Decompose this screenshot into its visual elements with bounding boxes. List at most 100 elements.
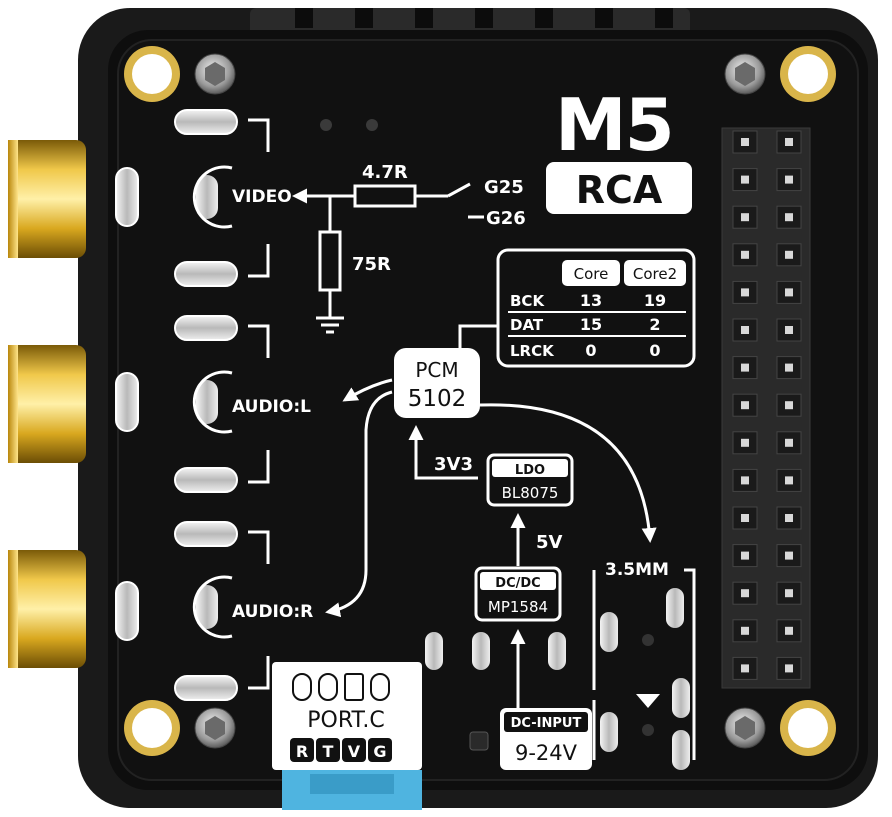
dcdc-box xyxy=(474,566,562,622)
vias xyxy=(320,119,378,131)
header-pin xyxy=(785,326,793,334)
pin-header-pins xyxy=(732,130,802,680)
smd-pads xyxy=(425,632,566,751)
header-pin xyxy=(741,438,749,447)
mounting-hole-bottom-left xyxy=(124,700,180,756)
header-pin xyxy=(785,476,793,485)
header-pin xyxy=(785,175,793,184)
header-pin xyxy=(741,514,749,522)
mounting-hole-top-right xyxy=(780,46,836,102)
screw-top-right xyxy=(724,53,766,95)
header-pin xyxy=(741,213,749,222)
gpio-g26-label: G26 xyxy=(486,208,526,229)
dcdc-title-bar xyxy=(480,572,556,590)
header-pin xyxy=(741,250,749,259)
port-c-pin-v: V xyxy=(348,742,361,761)
logo-rca-box xyxy=(546,162,692,214)
header-pin xyxy=(741,138,749,146)
rca-jack-audio-r xyxy=(8,550,86,668)
video-schematic xyxy=(292,182,484,334)
header-pin xyxy=(785,589,793,598)
pin-table-row-core2: 0 xyxy=(649,341,660,360)
header-pin xyxy=(785,363,793,372)
dcdc-title: DC/DC xyxy=(495,576,540,591)
pin-table-header-core: Core xyxy=(574,265,609,283)
ldo-output-label: 3V3 xyxy=(434,454,473,475)
port-c-name: PORT.C xyxy=(307,708,384,733)
header-pin xyxy=(785,138,793,146)
gpio-g25-label: G25 xyxy=(484,177,524,198)
header-pin xyxy=(741,626,749,635)
mounting-hole-bottom-right xyxy=(780,700,836,756)
pin-table-row-core2: 19 xyxy=(644,291,666,310)
dac-label-line2: 5102 xyxy=(408,386,467,412)
header-pin xyxy=(741,175,749,184)
dc-input-title: DC-INPUT xyxy=(511,716,582,731)
connector-outlines xyxy=(192,118,270,690)
header-pin xyxy=(741,476,749,485)
screw-bottom-left xyxy=(194,707,236,749)
port-c-pin-t: T xyxy=(323,742,334,761)
port-c-pin-r: R xyxy=(296,742,308,761)
audio-traces xyxy=(325,378,657,618)
header-pin xyxy=(785,626,793,635)
ldo-to-dac-arrow xyxy=(408,425,478,480)
video-label: VIDEO xyxy=(232,187,292,207)
pin-table-header-core2: Core2 xyxy=(633,265,677,283)
header-pin xyxy=(741,326,749,334)
dc-input-range: 9-24V xyxy=(515,741,578,765)
header-pin xyxy=(785,288,793,297)
dcdc-part: MP1584 xyxy=(488,598,548,616)
resistor-shunt-label: 75R xyxy=(352,254,391,275)
dac-box xyxy=(394,348,480,418)
audio-r-label: AUDIO:R xyxy=(232,602,313,622)
screw-bottom-right xyxy=(724,707,766,749)
header-pin xyxy=(741,664,749,673)
rca-jack-video xyxy=(8,140,86,258)
header-pin xyxy=(741,363,749,372)
port-c-pin-badges xyxy=(290,738,392,762)
ldo-part: BL8075 xyxy=(502,484,559,502)
ldo-title: LDO xyxy=(515,463,545,478)
dcdc-output-label: 5V xyxy=(536,532,563,553)
port-c-pin-g: G xyxy=(373,742,386,761)
pin-table-row-core2: 2 xyxy=(649,315,660,334)
ldo-box xyxy=(486,453,574,507)
jack-outline xyxy=(592,568,696,760)
header-pin xyxy=(741,589,749,598)
logo-m5: M5 xyxy=(555,83,673,167)
dac-label-line1: PCM xyxy=(415,358,458,382)
header-pin xyxy=(785,664,793,673)
jack-pads xyxy=(600,588,690,770)
header-pin xyxy=(741,401,749,410)
header-pin xyxy=(785,401,793,410)
top-vent-slots xyxy=(295,8,673,28)
grove-connector-slot xyxy=(310,774,394,794)
mounting-hole-top-left xyxy=(124,46,180,102)
dac-to-table-leader xyxy=(458,324,498,350)
port-c-pin-outlines xyxy=(292,673,390,701)
jack-label: 3.5MM xyxy=(605,560,669,580)
header-pin xyxy=(785,213,793,222)
screw-top-left xyxy=(194,53,236,95)
pin-table xyxy=(496,248,696,368)
audio-l-label: AUDIO:L xyxy=(232,397,311,417)
rca-solder-pads xyxy=(115,109,238,701)
header-pin xyxy=(785,250,793,259)
pin-table-row-core: 0 xyxy=(585,341,596,360)
pin-table-row-signal: DAT xyxy=(510,316,544,334)
header-pin xyxy=(785,514,793,522)
pin-table-row-signal: BCK xyxy=(510,292,545,310)
pin-table-row-signal: LRCK xyxy=(510,342,555,360)
ldo-title-bar xyxy=(492,459,568,477)
header-pin xyxy=(741,288,749,297)
logo-rca: RCA xyxy=(576,168,663,212)
header-pin xyxy=(785,438,793,447)
resistor-series-label: 4.7R xyxy=(362,162,408,183)
pin-table-row-core: 13 xyxy=(580,291,602,310)
dc-input-title-bar xyxy=(504,712,588,732)
header-pin xyxy=(741,551,749,560)
rca-jack-audio-l xyxy=(8,345,86,463)
header-pin xyxy=(785,551,793,560)
